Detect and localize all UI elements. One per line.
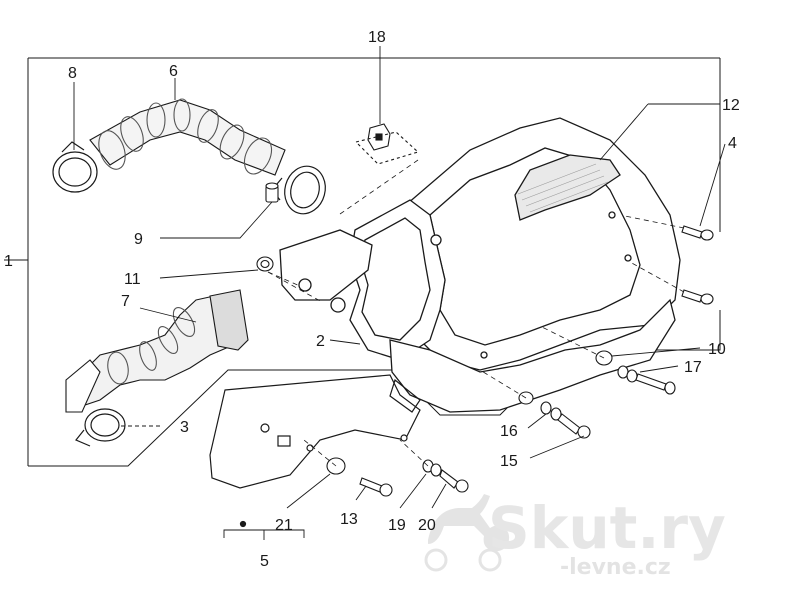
watermark-logo: Skut.ry -levne.cz xyxy=(424,494,726,580)
screws-4 xyxy=(681,225,714,305)
callout-2: 2 xyxy=(316,333,325,350)
callout-11: 11 xyxy=(124,271,141,288)
callout-4: 4 xyxy=(728,135,737,152)
drain-plate xyxy=(209,374,421,528)
callout-5: 5 xyxy=(260,553,269,570)
clip-part xyxy=(354,123,420,165)
assembly-dashes xyxy=(267,159,685,467)
callout-18: 18 xyxy=(368,29,386,46)
airbox-housing xyxy=(279,117,681,413)
callout-8: 8 xyxy=(68,65,77,82)
callout-19: 19 xyxy=(388,517,406,534)
callout-6: 6 xyxy=(169,63,178,80)
fasteners xyxy=(326,350,676,497)
callout-12: 12 xyxy=(722,97,740,114)
callout-3: 3 xyxy=(180,419,189,436)
callout-16: 16 xyxy=(500,423,518,440)
callout-9: 9 xyxy=(134,231,143,248)
watermark-brand: Skut.ry xyxy=(488,494,726,562)
leader-lines xyxy=(73,46,726,540)
intake-hose xyxy=(89,98,286,176)
hose-clamps xyxy=(52,141,326,215)
callout-17: 17 xyxy=(684,359,702,376)
callout-7: 7 xyxy=(121,293,130,310)
callout-13: 13 xyxy=(340,511,358,528)
plug-part xyxy=(265,182,279,203)
assembly-bracket xyxy=(4,57,721,467)
callout-15: 15 xyxy=(500,453,518,470)
clamp-3 xyxy=(75,408,126,447)
callout-1: 1 xyxy=(4,253,13,270)
connecting-duct xyxy=(65,289,249,413)
callout-21: 21 xyxy=(275,517,293,534)
callout-10: 10 xyxy=(708,341,726,358)
callout-labels: 1 2 3 4 5 6 7 8 9 10 11 12 13 15 16 17 1… xyxy=(4,29,740,570)
grommet xyxy=(256,256,274,272)
callout-20: 20 xyxy=(418,517,436,534)
watermark-sub: -levne.cz xyxy=(560,555,671,580)
